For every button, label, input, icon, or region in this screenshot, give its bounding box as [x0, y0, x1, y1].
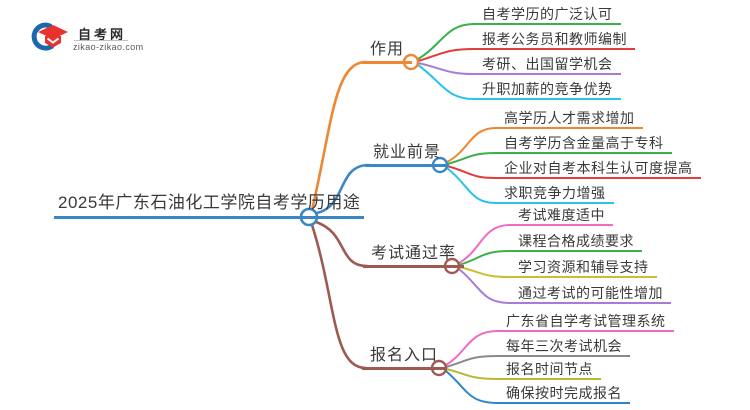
- connector-central-to-tongguolv: [314, 220, 369, 268]
- leaf-item: 自考学历含金量高于专科: [494, 135, 672, 154]
- connector-item: [446, 152, 497, 165]
- connector-item: [446, 165, 497, 179]
- connector-item: [417, 48, 475, 62]
- branch-jiuye-qianjing: 就业前景: [365, 144, 450, 167]
- logo-domain: zikao-zikao.com: [73, 42, 144, 52]
- connector-central-to-zuoyong: [310, 60, 368, 212]
- leaf-item: 报名时间节点: [496, 361, 601, 380]
- leaf-item: 求职竞争力增强: [494, 185, 614, 204]
- logo-divider: [74, 40, 128, 41]
- leaf-item: 企业对自考本科生认可度提高: [494, 160, 701, 179]
- leaf-item: 升职加薪的竞争优势: [472, 81, 621, 100]
- logo-title: 自考网: [78, 27, 127, 42]
- branch-baoming-rukou: 报名入口: [362, 347, 447, 370]
- connector-item: [417, 64, 475, 100]
- leaf-item: 课程合格成绩要求: [508, 233, 642, 252]
- connector-item: [445, 370, 499, 404]
- leaf-item: 报考公务员和教师编制: [472, 31, 635, 50]
- leaf-item: 每年三次考试机会: [496, 338, 630, 357]
- connector-item: [417, 62, 475, 75]
- logo-crescent-shape: [31, 22, 54, 51]
- leaf-item: 考研、出国留学机会: [472, 56, 621, 75]
- leaf-item: 通过考试的可能性增加: [508, 285, 671, 304]
- logo-cap-chevron-shape: [46, 37, 60, 44]
- connector-central-to-jiuye: [315, 163, 371, 215]
- connector-item: [458, 250, 511, 266]
- connector-item: [417, 23, 475, 60]
- branch-kaoshi-tongguolv: 考试通过率: [363, 245, 465, 268]
- leaf-item: 自考学历的广泛认可: [472, 6, 621, 25]
- zikao-logo-icon: [31, 22, 68, 51]
- connector-item: [458, 268, 511, 304]
- connector-item: [458, 266, 511, 278]
- leaf-item: 确保按时完成报名: [496, 385, 630, 404]
- connector-central-to-baoming: [310, 223, 368, 370]
- leaf-item: 考试难度适中: [508, 207, 613, 226]
- leaf-item: 广东省自学考试管理系统: [496, 313, 674, 332]
- connector-item: [445, 368, 499, 380]
- connector-item: [446, 167, 497, 204]
- connector-item: [446, 127, 497, 163]
- connector-item: [458, 224, 511, 264]
- central-topic: 2025年广东石油化工学院自考学历用途: [54, 193, 365, 219]
- connector-item: [445, 355, 499, 368]
- logo-cap-board-shape: [38, 25, 68, 39]
- leaf-item: 高学历人才需求增加: [494, 110, 643, 129]
- branch-zuoyong: 作用: [362, 41, 413, 64]
- connector-item: [445, 330, 499, 366]
- leaf-item: 学习资源和辅导支持: [508, 259, 657, 278]
